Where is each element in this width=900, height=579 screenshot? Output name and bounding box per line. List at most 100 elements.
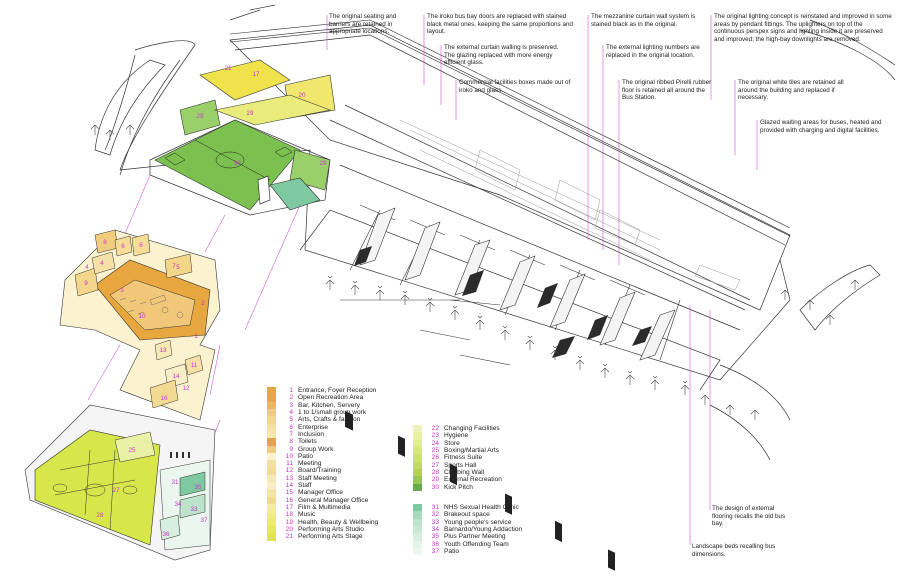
legend-label: Kick Pitch <box>444 483 473 491</box>
legend-label: Barnardo/Young Addaction <box>444 525 523 533</box>
room-label: 27 <box>112 487 120 494</box>
legend-label: Bar, Kitchen, Servery <box>298 401 360 409</box>
room-label: 8 <box>103 239 107 246</box>
legend-number: 14 <box>285 482 293 490</box>
legend-label: Climbing Wall <box>444 468 485 476</box>
legend-swatch <box>413 525 422 534</box>
legend-number: 7 <box>289 430 293 438</box>
room-label: 16 <box>160 395 168 402</box>
room-label: 33 <box>190 506 198 513</box>
legend-label: Manager Office <box>298 489 343 497</box>
road-edge-right <box>799 19 896 81</box>
legend-number: 20 <box>285 525 293 533</box>
legend-number: 16 <box>285 496 293 504</box>
legend-label: NHS Sexual Health Clinic <box>444 504 519 511</box>
legend-label: Toilets <box>298 438 317 446</box>
annotation-iroko-doors: The iroko bus bay doors are replaced wit… <box>427 13 573 36</box>
room-label: 21 <box>224 65 232 72</box>
room-label: 5 <box>176 264 180 271</box>
legend-swatch <box>413 432 422 440</box>
room-label: 9 <box>84 280 88 287</box>
legend-swatch <box>413 483 422 491</box>
legend-label: Meeting <box>298 460 322 468</box>
room-6-block-a <box>114 235 133 257</box>
legend-swatch <box>267 504 276 512</box>
canopy-rib-line <box>344 104 751 301</box>
annotation-white-tiles: The original white tiles are retained al… <box>738 79 844 102</box>
legend-label: Patio <box>298 452 314 460</box>
room-label: 3 <box>120 287 124 294</box>
legend-number: 30 <box>431 483 439 491</box>
legend-swatch <box>267 401 276 409</box>
kick-pitch <box>154 119 301 211</box>
room-label: 11 <box>191 362 198 369</box>
legend-number: 36 <box>431 540 439 548</box>
legend-label: Staff Meeting <box>298 474 337 482</box>
annotation-landscape-beds: Landscape beds recalling bus dimensions. <box>692 543 776 558</box>
legend-number: 5 <box>289 416 293 424</box>
legend-swatch <box>413 533 422 541</box>
annotation-external-flooring: The design of external flooring recalls … <box>712 505 786 528</box>
road-curve-right <box>709 364 791 461</box>
legend-label: Sports Hall <box>444 461 477 469</box>
legend-label: Group Work <box>298 445 334 453</box>
room-label: 6 <box>139 242 143 249</box>
canopy-rib-line-3 <box>339 164 741 331</box>
legend-label: Performing Arts Stage <box>298 533 363 541</box>
legend-number: 26 <box>431 454 439 462</box>
legend-swatch <box>267 489 276 497</box>
legend-number: 29 <box>431 476 439 484</box>
legend-swatch <box>413 468 422 477</box>
annotation-pirelli-floor: The original ribbed Pirelli rubber floor… <box>622 79 712 102</box>
road-edge-left <box>119 40 196 171</box>
legend-swatch <box>267 482 276 490</box>
legend-swatch <box>267 525 276 534</box>
legend-number: 2 <box>289 394 293 402</box>
legend-label: Open Recreation Area <box>298 394 364 402</box>
external-recreation-b <box>179 99 221 136</box>
legend-swatch <box>267 518 276 526</box>
legend-number: 35 <box>431 533 439 541</box>
legend-swatch <box>413 425 422 433</box>
room-label: 13 <box>159 347 167 354</box>
clinic-block-top <box>269 177 321 211</box>
legend-item: 27 Sports Hall <box>413 461 502 469</box>
room-label: 29 <box>319 160 327 167</box>
room-label: 4 <box>100 260 104 267</box>
legend-swatch <box>413 540 422 548</box>
legend-label: Hygiene <box>444 432 469 440</box>
legend-label: Youth Offending Team <box>444 540 509 548</box>
legend-label: Fitness Suite <box>444 454 483 462</box>
legend-swatch <box>413 454 422 462</box>
legend-number: 15 <box>285 489 293 497</box>
legend-swatch <box>267 452 276 461</box>
projection-lines <box>87 174 711 545</box>
legend-swatch <box>267 496 276 504</box>
room-4-block <box>91 251 116 275</box>
canopy-roof <box>229 24 791 311</box>
legend-item: 30 Kick Pitch <box>413 483 502 491</box>
legend-swatch <box>267 467 276 475</box>
legend-number: 27 <box>431 461 439 469</box>
legend-item: 15 Manager Office <box>267 489 378 497</box>
room-label: 25 <box>128 447 136 454</box>
kick-pitch-markings <box>164 139 293 181</box>
